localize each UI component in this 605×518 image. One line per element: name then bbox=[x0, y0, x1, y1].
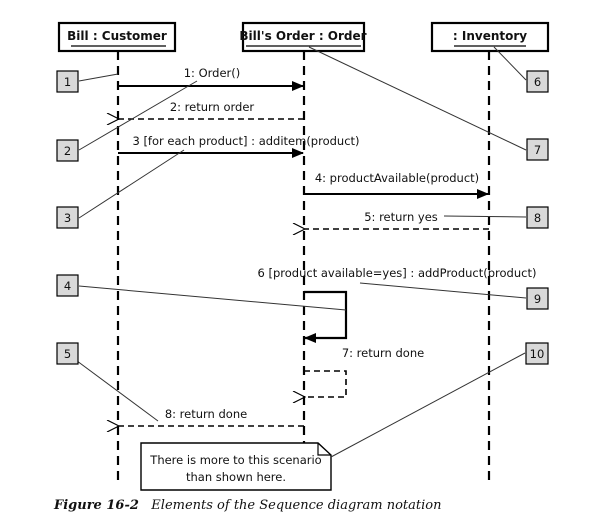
callout-8: 8 bbox=[526, 206, 549, 229]
figure-title: Elements of the Sequence diagram notatio… bbox=[151, 498, 442, 513]
svg-text:6: 6 bbox=[534, 75, 541, 89]
svg-text:5: 5 bbox=[64, 347, 71, 361]
leader-1 bbox=[78, 73, 119, 82]
leader-7 bbox=[308, 46, 527, 151]
svg-text:3: 3 bbox=[64, 211, 71, 225]
callout-1: 1 bbox=[56, 70, 79, 93]
svg-text:10: 10 bbox=[530, 347, 545, 361]
message-5-label: 5: return yes bbox=[364, 210, 438, 224]
object-customer-label: Bill : Customer bbox=[67, 29, 167, 43]
callout-5: 5 bbox=[56, 342, 79, 365]
caption-spacer bbox=[139, 498, 151, 513]
leader-10 bbox=[330, 352, 526, 458]
note: There is more to this scenario than show… bbox=[140, 442, 332, 491]
svg-text:1: 1 bbox=[64, 75, 71, 89]
callout-9: 9 bbox=[526, 287, 549, 310]
message-7-label: 7: return done bbox=[342, 346, 424, 360]
callout-3: 3 bbox=[56, 206, 79, 229]
note-line-2: than shown here. bbox=[186, 470, 286, 484]
leader-6 bbox=[493, 46, 527, 81]
svg-text:4: 4 bbox=[64, 279, 71, 293]
figure-number: Figure 16-2 bbox=[54, 498, 139, 513]
callout-4: 4 bbox=[56, 274, 79, 297]
svg-text:9: 9 bbox=[534, 292, 541, 306]
message-8-label: 8: return done bbox=[165, 407, 247, 421]
leader-3 bbox=[78, 149, 185, 219]
leader-5 bbox=[68, 354, 159, 422]
leader-2 bbox=[78, 80, 198, 151]
message-2-label: 2: return order bbox=[170, 100, 255, 114]
message-6-label: 6 [product available=yes] : addProduct(p… bbox=[258, 266, 537, 280]
svg-text:8: 8 bbox=[534, 211, 541, 225]
svg-text:7: 7 bbox=[534, 143, 541, 157]
message-3-label: 3 [for each product] : additem(product) bbox=[132, 134, 359, 148]
message-4-label: 4: productAvailable(product) bbox=[315, 171, 479, 185]
object-inventory-label: : Inventory bbox=[453, 29, 527, 43]
object-order-label: Bill's Order : Order bbox=[239, 29, 366, 43]
object-order: Bill's Order : Order bbox=[239, 21, 367, 53]
callout-7: 7 bbox=[526, 138, 549, 161]
message-1-label: 1: Order() bbox=[184, 66, 241, 80]
callout-2: 2 bbox=[56, 139, 79, 162]
note-line-1: There is more to this scenario bbox=[149, 453, 321, 467]
figure-caption: Figure 16-2 Elements of the Sequence dia… bbox=[54, 498, 441, 513]
svg-text:2: 2 bbox=[64, 144, 71, 158]
leader-4 bbox=[78, 285, 347, 311]
object-customer: Bill : Customer bbox=[57, 21, 177, 53]
leader-8 bbox=[443, 215, 527, 218]
leader-lines bbox=[68, 46, 527, 458]
message-6-arrow bbox=[304, 290, 348, 343]
callout-10: 10 bbox=[525, 342, 549, 365]
leader-9 bbox=[359, 282, 527, 299]
message-7-arrow bbox=[304, 370, 347, 397]
callout-6: 6 bbox=[526, 70, 549, 93]
object-inventory: : Inventory bbox=[430, 21, 550, 53]
